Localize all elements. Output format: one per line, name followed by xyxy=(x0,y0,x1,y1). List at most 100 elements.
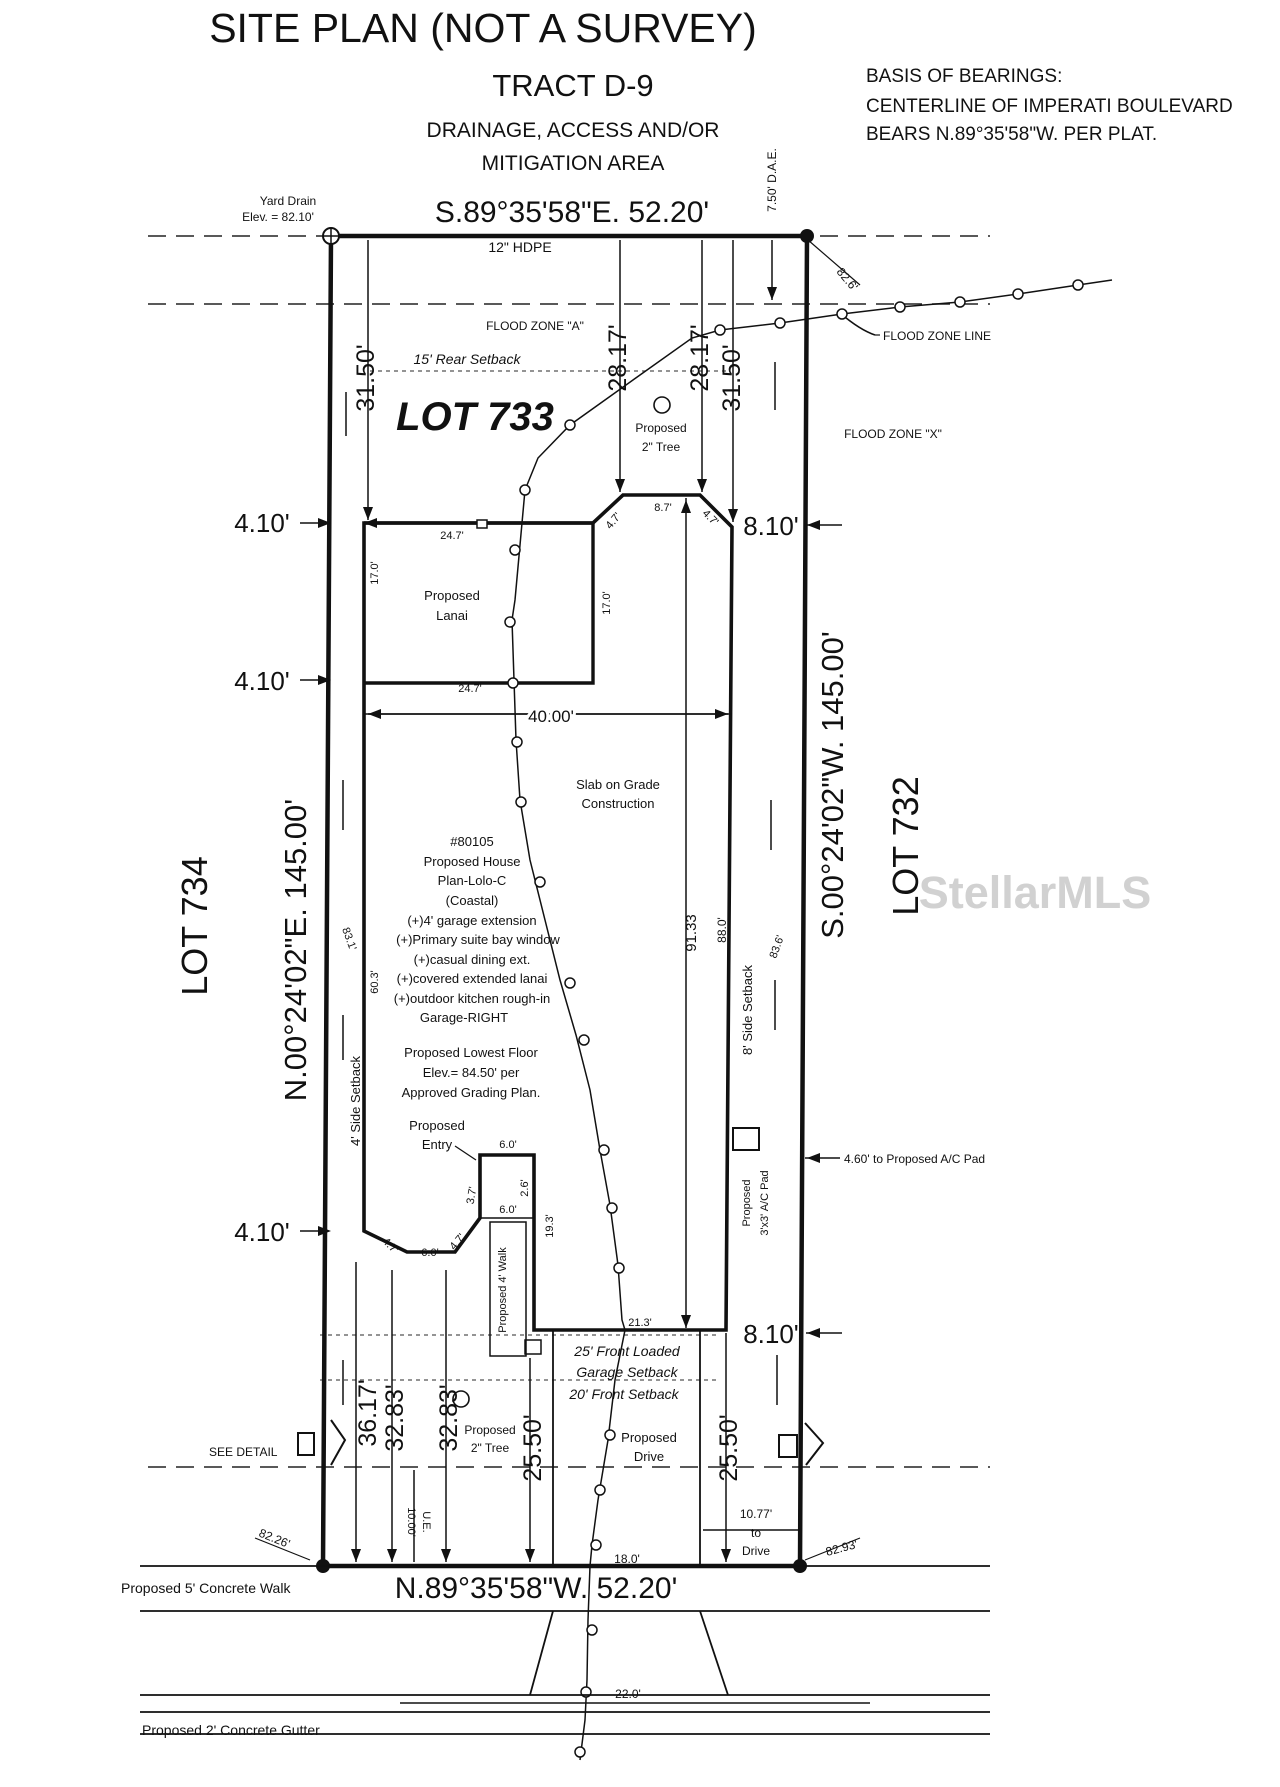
tree-front-label-1: Proposed xyxy=(464,1423,515,1437)
dim-36-17: 36.17' xyxy=(354,1379,382,1446)
dae-label: 7.50' D.A.E. xyxy=(765,148,779,212)
flood-zone-point xyxy=(564,977,576,989)
dim-32-83-a: 32.83' xyxy=(381,1384,409,1451)
small-3-7: 3.7' xyxy=(465,1186,480,1205)
small-17-0-b: 17.0' xyxy=(601,591,613,615)
small-4-7-a: 4.7' xyxy=(604,511,624,532)
flood-zone-diamonds xyxy=(504,279,1084,1758)
drive-label-2: Drive xyxy=(634,1449,664,1464)
detail-marker-right xyxy=(804,1422,825,1466)
dim-8-10-a: 8.10' xyxy=(743,511,799,541)
detail-box-right xyxy=(778,1434,798,1458)
driveway-apron-right xyxy=(699,1610,729,1696)
dim-40-00: 40.00' xyxy=(528,707,574,726)
flood-zone-point xyxy=(894,301,906,313)
plan-line: (+)casual dining ext. xyxy=(414,952,531,967)
slab-label-2: Construction xyxy=(582,796,655,811)
site-plan-title: SITE PLAN (NOT A SURVEY) xyxy=(209,5,757,51)
detail-marker-left xyxy=(330,1419,347,1466)
tree-top-label-2: 2" Tree xyxy=(642,440,681,454)
flood-zone-point xyxy=(1012,288,1024,300)
arrow-91-33-bottom xyxy=(681,1315,691,1328)
lot-734-label: LOT 734 xyxy=(174,856,215,995)
arrow-31-50-right xyxy=(728,509,738,522)
dim-25-50-a: 25.50' xyxy=(519,1414,547,1481)
garage-setback-2: Garage Setback xyxy=(576,1364,678,1380)
flood-zone-point xyxy=(586,1624,598,1636)
small-83-6: 83.6' xyxy=(768,934,787,960)
front-setback-label: 20' Front Setback xyxy=(568,1386,679,1402)
arrow-36-17 xyxy=(351,1549,361,1562)
flood-zone-point xyxy=(507,677,519,689)
arrow-91-33-top xyxy=(681,500,691,513)
lot-732-label: LOT 732 xyxy=(885,776,926,915)
proposed-tree-top-icon xyxy=(653,396,671,414)
walk4-label: Proposed 4' Walk xyxy=(497,1247,509,1333)
plan-line: Garage-RIGHT xyxy=(420,1010,508,1025)
dim-31-50-right: 31.50' xyxy=(718,344,746,411)
arrow-32-83-b xyxy=(441,1549,451,1562)
dim-88-0: 88.0' xyxy=(715,917,729,943)
flood-zone-point xyxy=(519,484,531,496)
ac-pad-label-2: 3'x3' A/C Pad xyxy=(759,1170,771,1235)
proposed-tree-front-icon xyxy=(452,1390,470,1408)
arrow-4-10-a-inner xyxy=(364,518,377,528)
flood-zone-line xyxy=(511,279,1113,1761)
proposed-walk-rect xyxy=(489,1221,527,1357)
dim-32-83-b: 32.83' xyxy=(435,1384,463,1451)
arrow-dae xyxy=(767,287,777,300)
flood-zone-point xyxy=(534,876,546,888)
arrow-ac-pad xyxy=(807,1153,820,1163)
yard-drain-label: Yard Drain xyxy=(260,194,316,208)
dim-31-50-left: 31.50' xyxy=(352,344,380,411)
ue-label-2: U.E. xyxy=(420,1511,432,1532)
small-83-1: 83.1' xyxy=(339,926,358,952)
road-width-label: 22.0' xyxy=(615,1687,641,1701)
plan-line: Plan-Lolo-C xyxy=(438,873,507,888)
arrow-8-10-a xyxy=(807,520,820,530)
boundary-bottom-bearing: N.89°35'58"W. 52.20' xyxy=(395,1572,678,1605)
gutter-label: Proposed 2' Concrete Gutter xyxy=(142,1722,320,1738)
arrow-40-right xyxy=(715,709,728,719)
plan-line: #80105 xyxy=(450,834,493,849)
arrow-25-50-a xyxy=(525,1549,535,1562)
basis-of-bearings-line1: BASIS OF BEARINGS: xyxy=(866,66,1062,87)
dim-91-33: 91.33 xyxy=(683,914,700,952)
see-detail-label: SEE DETAIL xyxy=(209,1445,278,1459)
boundary-top-bearing: S.89°35'58"E. 52.20' xyxy=(435,196,709,229)
small-24-7-a: 24.7' xyxy=(440,530,464,542)
floor-line: Approved Grading Plan. xyxy=(402,1085,541,1100)
boundary-left-bearing: N.00°24'02"E. 145.00' xyxy=(278,799,313,1101)
flood-zone-point xyxy=(515,796,527,808)
arrow-28-17-a xyxy=(615,479,625,492)
entry-label-2: Entry xyxy=(422,1137,453,1152)
tree-front-label-2: 2" Tree xyxy=(471,1441,510,1455)
small-post-rect xyxy=(524,1339,542,1355)
entry-leader xyxy=(454,1145,477,1161)
driveway-apron-left xyxy=(529,1610,554,1696)
small-4-7-d: 4.7' xyxy=(448,1232,468,1253)
boundary-right-bearing: S.00°24'02"W. 145.00' xyxy=(815,631,850,939)
plan-line: (+)covered extended lanai xyxy=(397,971,548,986)
floor-line: Elev.= 84.50' per xyxy=(423,1065,520,1080)
tract-desc-line1: DRAINAGE, ACCESS AND/OR xyxy=(427,119,720,142)
to-drive-2: to xyxy=(751,1526,761,1540)
lanai-label-1: Proposed xyxy=(424,588,480,603)
dimension-arrowheads xyxy=(318,287,820,1562)
slab-label-1: Slab on Grade xyxy=(576,777,660,792)
arrow-8-10-b xyxy=(807,1328,820,1338)
stellarmls-watermark: StellarMLS xyxy=(919,867,1152,918)
small-17-0-a: 17.0' xyxy=(369,561,381,585)
tract-label: TRACT D-9 xyxy=(492,68,653,103)
arrow-31-50-left xyxy=(363,507,373,520)
tract-desc-line2: MITIGATION AREA xyxy=(482,152,665,175)
concrete-walk-label: Proposed 5' Concrete Walk xyxy=(121,1580,291,1596)
ac-pad-note: 4.60' to Proposed A/C Pad xyxy=(844,1152,985,1166)
arrow-40-left xyxy=(368,709,381,719)
elev-leader-top xyxy=(807,239,861,286)
flood-zone-point xyxy=(954,296,966,308)
basis-of-bearings-line2: CENTERLINE OF IMPERATI BOULEVARD xyxy=(866,96,1233,117)
tree-top-label-1: Proposed xyxy=(635,421,686,435)
dim-4-10-b: 4.10' xyxy=(234,666,290,696)
